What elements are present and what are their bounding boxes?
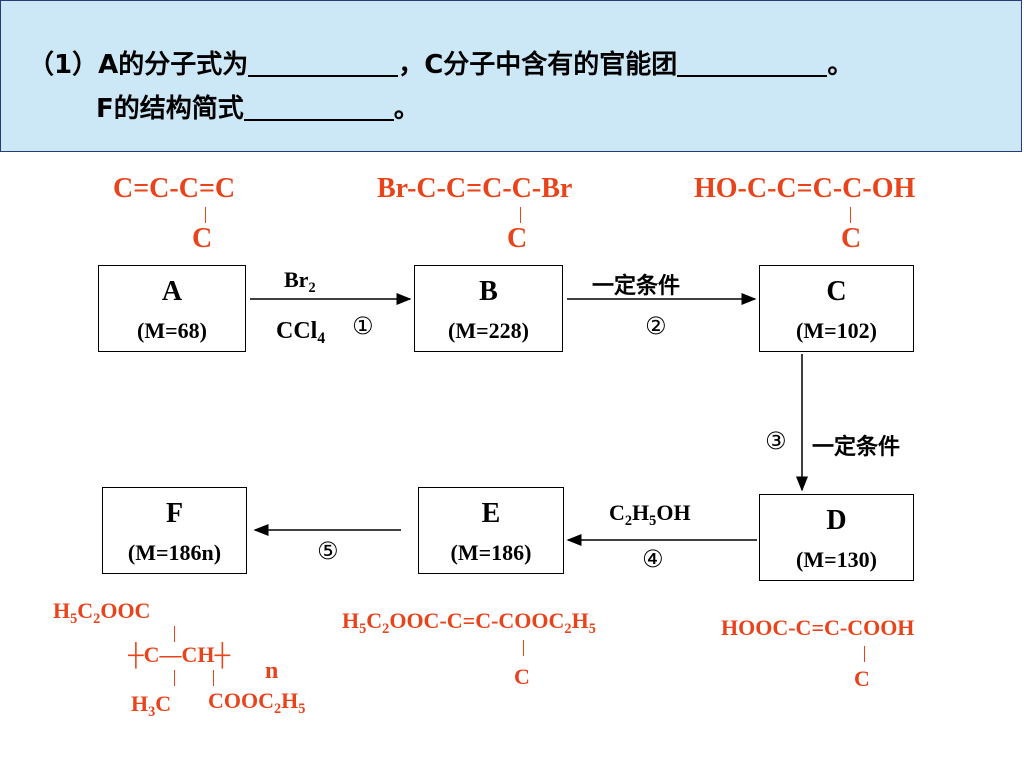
r1-solvent-text: CCl (276, 318, 318, 344)
structure-f-n: n (265, 658, 279, 684)
compound-e-letter: E (481, 498, 501, 529)
compound-b-letter: B (479, 276, 498, 307)
f-left-h-sub: 3 (148, 704, 156, 720)
f-left-c: C (155, 691, 172, 716)
structure-b-chain: Br-C-C=C-C-Br (377, 173, 573, 204)
compound-d-box: D (M=130) (759, 494, 914, 581)
compound-b-box: B (M=228) (414, 265, 563, 352)
question-line1-mid: ，C分子中含有的官能团 (398, 50, 678, 80)
question-line1-prefix: （1）A的分子式为 (28, 50, 249, 80)
structure-d-bond (864, 646, 865, 662)
e-h1: H (342, 608, 360, 633)
question-line1-end: 。 (827, 50, 854, 80)
e-h2-sub: 5 (588, 621, 596, 637)
f-top-h-sub: 5 (70, 611, 78, 627)
f-top-c-sub: 2 (93, 611, 101, 627)
r4-oh: OH (656, 500, 691, 525)
structure-f-bond-top (174, 626, 175, 642)
reaction-1-reagent: Br2 (284, 267, 316, 296)
reaction-4-number: ④ (642, 545, 664, 573)
e-c1: C (366, 608, 383, 633)
question-line2-prefix: F的结构简式 (96, 94, 244, 124)
r1-reagent-text: Br (284, 267, 309, 292)
structure-d-chain: HOOC-C=C-COOH (721, 615, 915, 640)
question-line-2: F的结构简式 。 (96, 88, 420, 125)
compound-b-mass: (M=228) (448, 318, 529, 343)
r1-reagent-sub: 2 (308, 280, 316, 296)
reaction-3-number: ③ (765, 427, 787, 455)
question-line2-end: 。 (393, 94, 420, 124)
compound-f-letter: F (165, 498, 184, 529)
f-right-cooc-sub: 2 (274, 701, 282, 717)
question-panel (0, 0, 1022, 152)
structure-a-branch: C (192, 223, 213, 254)
structure-f-backbone: ┼C—CH┼ (128, 642, 231, 667)
compound-a-mass: (M=68) (137, 318, 207, 343)
compound-e-mass: (M=186) (450, 540, 532, 565)
compound-d-letter: D (826, 505, 847, 536)
structure-a-chain: C=C-C=C (113, 173, 236, 204)
structure-f-top: H5C2OOC (53, 598, 151, 627)
structure-f-bond-left (174, 670, 175, 686)
f-top-h: H (53, 598, 71, 623)
e-h2: H (571, 608, 589, 633)
answer-blank-functional-group[interactable] (677, 49, 828, 77)
f-left-h: H (131, 691, 149, 716)
structure-e-bond (523, 640, 524, 656)
question-line-1: （1）A的分子式为 ，C分子中含有的官能团 。 (28, 44, 853, 81)
structure-f-left: H3C (131, 691, 172, 720)
f-right-h: H (281, 688, 299, 713)
r4-c-sub: 2 (624, 513, 633, 529)
f-right-cooc: COOC (208, 688, 274, 713)
f-top-ooc: OOC (100, 598, 151, 623)
compound-a-letter: A (161, 276, 183, 307)
compound-e-box: E (M=186) (418, 487, 564, 574)
structure-c-chain: HO-C-C=C-C-OH (694, 173, 916, 204)
f-top-c: C (77, 598, 94, 623)
structure-c-bond (850, 207, 851, 223)
reaction-2-condition: 一定条件 (592, 274, 681, 299)
e-c1-sub: 2 (382, 621, 390, 637)
reaction-1-solvent: CCl4 (276, 318, 326, 347)
reaction-1-number: ① (352, 312, 374, 340)
compound-a-box: A (M=68) (98, 265, 246, 352)
compound-c-letter: C (826, 276, 847, 307)
compound-d-mass: (M=130) (796, 547, 877, 572)
structure-a-bond (205, 207, 206, 223)
e-mid: OOC-C=C-COOC (389, 608, 565, 633)
r4-h-sub: 5 (649, 513, 657, 529)
answer-blank-formula-a[interactable] (248, 49, 399, 77)
e-c2-sub: 2 (564, 621, 572, 637)
structure-b-branch: C (507, 223, 528, 254)
compound-c-mass: (M=102) (796, 318, 877, 343)
r4-h: H (632, 500, 650, 525)
compound-f-mass: (M=186n) (127, 540, 222, 565)
r4-c: C (609, 500, 625, 525)
structure-d-branch: C (854, 666, 870, 691)
r1-solvent-sub: 4 (317, 330, 326, 347)
structure-e-branch: C (514, 664, 530, 689)
structure-f-right: COOC2H5 (208, 688, 306, 717)
reaction-5-number: ⑤ (317, 537, 339, 565)
e-h1-sub: 5 (359, 621, 367, 637)
f-right-h-sub: 5 (298, 701, 306, 717)
reaction-3-condition: 一定条件 (812, 435, 901, 460)
compound-f-box: F (M=186n) (102, 487, 247, 574)
answer-blank-structure-f[interactable] (243, 93, 394, 121)
reaction-4-reagent: C2H5OH (609, 500, 691, 529)
structure-e-chain: H5C2OOC-C=C-COOC2H5 (342, 608, 596, 637)
reaction-2-number: ② (645, 312, 667, 340)
structure-b-bond (520, 207, 521, 223)
structure-c-branch: C (841, 223, 862, 254)
compound-c-box: C (M=102) (759, 265, 914, 352)
structure-f-bond-right (213, 670, 214, 686)
